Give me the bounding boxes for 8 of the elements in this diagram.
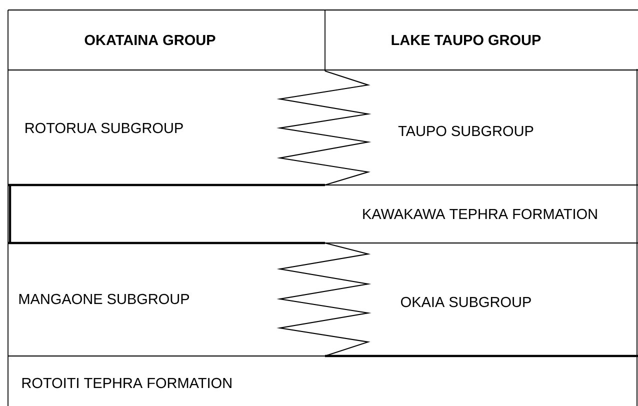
group-heading: LAKE TAUPO GROUP [392, 34, 541, 46]
unit-label: ROTORUA SUBGROUP [26, 122, 183, 134]
group-heading: OKATAINA GROUP [84, 34, 216, 46]
unit-label: OKAIA SUBGROUP [401, 296, 531, 308]
unit-label: KAWAKAWA TEPHRA FORMATION [363, 208, 597, 220]
unit-label: MANGAONE SUBGROUP [19, 294, 190, 304]
unit-label: TAUPO SUBGROUP [398, 126, 534, 136]
unit-label: ROTOITI TEPHRA FORMATION [22, 378, 232, 388]
